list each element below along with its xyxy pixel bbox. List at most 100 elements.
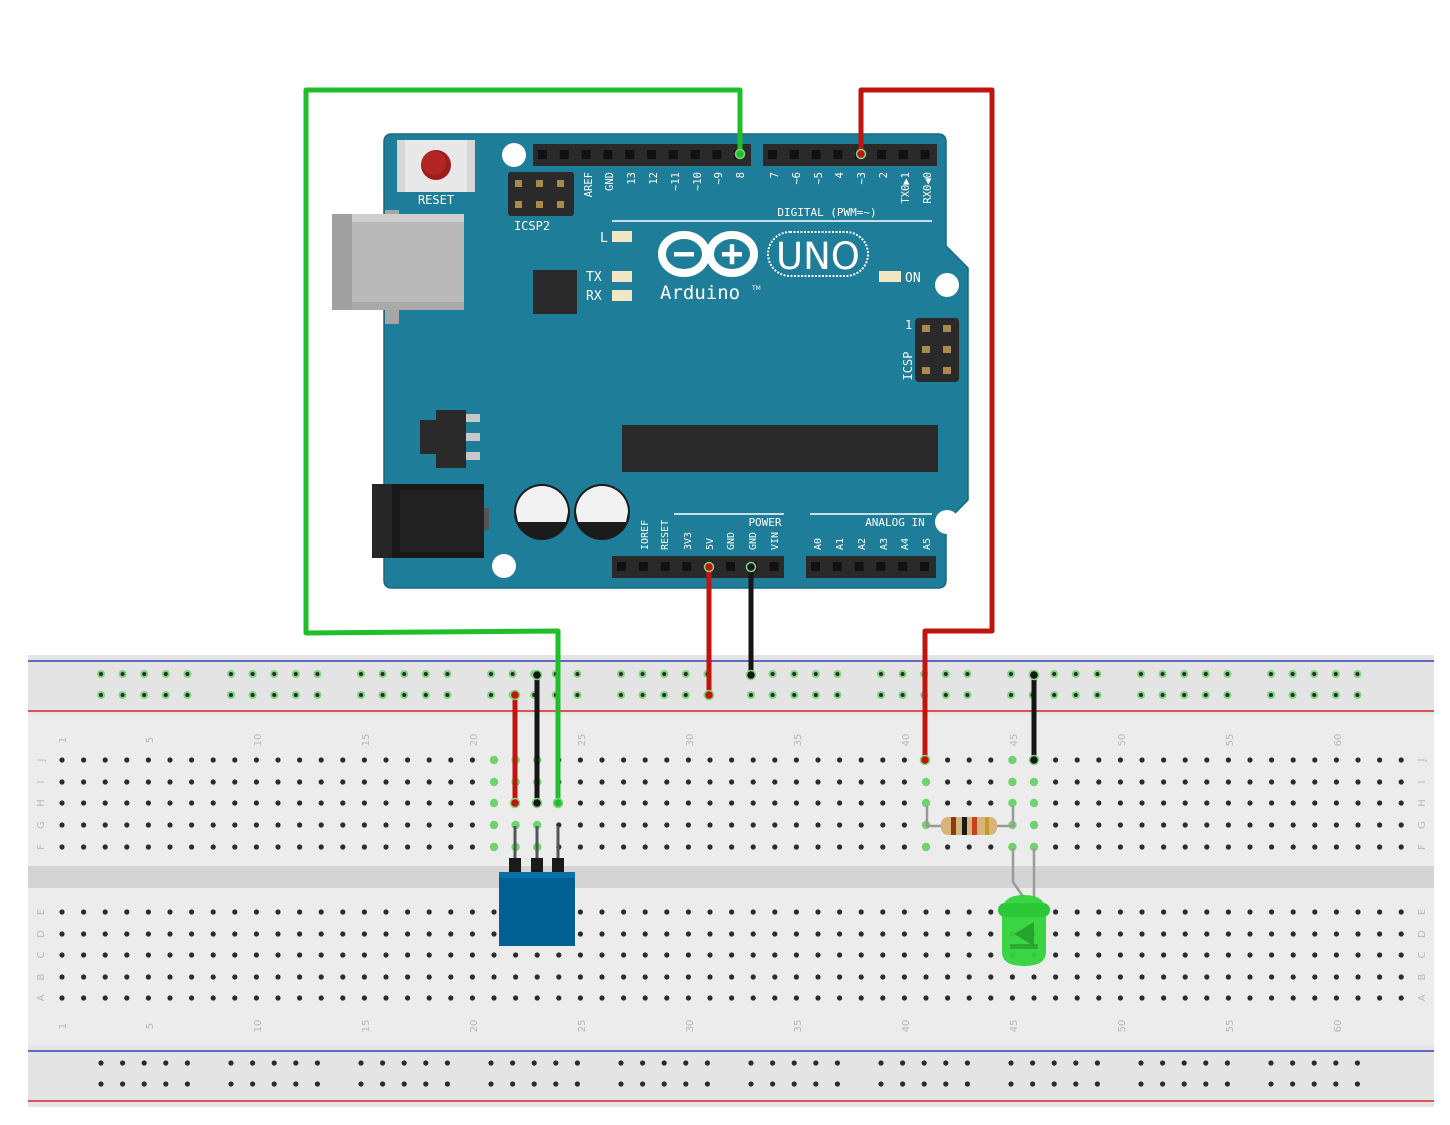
breadboard-hole (880, 909, 886, 915)
rail-hole-center (1290, 693, 1295, 697)
breadboard-hole (491, 952, 497, 958)
col-number-40-top: 40 (901, 734, 912, 747)
breadboard-hole (145, 995, 151, 1001)
breadboard-hole (966, 757, 972, 763)
breadboard-hole (513, 995, 519, 1001)
breadboard-hole (858, 909, 864, 915)
breadboard-hole (59, 995, 65, 1001)
rail-hole (293, 1060, 299, 1066)
breadboard-hole (1247, 909, 1253, 915)
digital-label: DIGITAL (PWM=~) (777, 206, 876, 219)
rail-hole (1008, 1060, 1014, 1066)
breadboard-hole (599, 909, 605, 915)
breadboard-hole (1029, 820, 1039, 830)
breadboard-hole (59, 931, 65, 937)
logo-minus-icon (674, 252, 694, 257)
breadboard-hole (921, 798, 931, 808)
row-letter-j-left: J (36, 759, 47, 763)
breadboard-hole (945, 952, 951, 958)
breadboard-hole (448, 822, 454, 828)
rail-hole (661, 1060, 667, 1066)
breadboard-hole (707, 779, 713, 785)
rail-hole (423, 1081, 429, 1087)
breadboard-hole (59, 952, 65, 958)
breadboard-hole (901, 757, 908, 763)
wire-endpoint (919, 754, 931, 766)
breadboard-hole (966, 974, 972, 980)
breadboard-hole (1355, 844, 1361, 850)
breadboard-hole (1247, 757, 1253, 763)
breadboard-hole (297, 844, 303, 850)
breadboard-hole (621, 952, 627, 958)
rail-hole (314, 1081, 320, 1087)
row-letter-f-right: F (1417, 844, 1428, 850)
breadboard-hole (59, 909, 65, 915)
breadboard-hole (750, 952, 756, 958)
breadboard-hole (815, 757, 821, 763)
icsp-pin1-label: 1 (905, 318, 912, 332)
uno-badge (767, 231, 869, 277)
rail-hole (1354, 1060, 1360, 1066)
breadboard-hole (145, 779, 151, 785)
rail-hole (271, 1060, 277, 1066)
breadboard-hole (167, 800, 173, 806)
arduino-logo-icon (658, 231, 758, 277)
rail-hole-center (1290, 672, 1295, 676)
breadboard-hole (901, 952, 908, 958)
wire-endpoint (703, 561, 715, 573)
rail-hole (271, 1081, 277, 1087)
breadboard-hole (469, 800, 475, 806)
breadboard-hole (361, 822, 367, 828)
breadboard-hole (793, 822, 800, 828)
breadboard-hole (1312, 931, 1318, 937)
reset-button[interactable] (397, 140, 475, 192)
breadboard-hole (707, 931, 713, 937)
rail-hole-center (1182, 672, 1187, 676)
breadboard-hole (707, 995, 713, 1001)
breadboard-hole (448, 995, 454, 1001)
breadboard-hole (167, 931, 173, 937)
rail-hole (444, 1081, 450, 1087)
rail-hole (120, 1081, 126, 1087)
rail-hole (748, 1060, 754, 1066)
row-letter-a-left: A (36, 994, 47, 1001)
header-pin (811, 150, 821, 159)
rail-hole-center (1355, 693, 1360, 697)
header-pin (920, 562, 929, 571)
rail-hole-center (1009, 672, 1013, 676)
breadboard-hole (599, 844, 605, 850)
breadboard-hole (318, 822, 324, 828)
breadboard-hole (815, 974, 821, 980)
breadboard-hole (621, 800, 627, 806)
rail-hole-center (99, 672, 103, 676)
breadboard-hole (966, 779, 972, 785)
breadboard-hole (750, 931, 756, 937)
breadboard-hole (793, 779, 800, 785)
breadboard-hole (966, 800, 972, 806)
rail-hole (1051, 1060, 1057, 1066)
breadboard-hole (880, 974, 886, 980)
pin-label-gnd: GND (604, 172, 616, 191)
digital-header-left (533, 144, 751, 166)
wire-red-pin3 (858, 87, 995, 763)
rail-hole-center (1333, 672, 1338, 676)
breadboard-hole (772, 844, 778, 850)
row-letter-i-left: I (36, 781, 47, 784)
breadboard-hole (1096, 974, 1102, 980)
breadboard-hole (405, 844, 411, 850)
breadboard-hole (1204, 931, 1210, 937)
breadboard-hole (1269, 779, 1275, 785)
breadboard-hole (361, 800, 367, 806)
breadboard-hole (1182, 844, 1188, 850)
rail-hole (509, 1060, 516, 1066)
breadboard-hole (1312, 952, 1318, 958)
rail-hole (120, 1060, 126, 1066)
breadboard-hole (383, 995, 389, 1001)
col-number-55-bottom: 55 (1225, 1020, 1236, 1033)
pin-label-gnd-1: GND (726, 532, 737, 550)
breadboard-hole (1377, 822, 1383, 828)
breadboard-hole (361, 844, 367, 850)
breadboard: J I H G F E D C B A J I H G F E D C B A … (28, 655, 1434, 1107)
breadboard-hole (707, 909, 713, 915)
breadboard-hole (1398, 779, 1404, 785)
